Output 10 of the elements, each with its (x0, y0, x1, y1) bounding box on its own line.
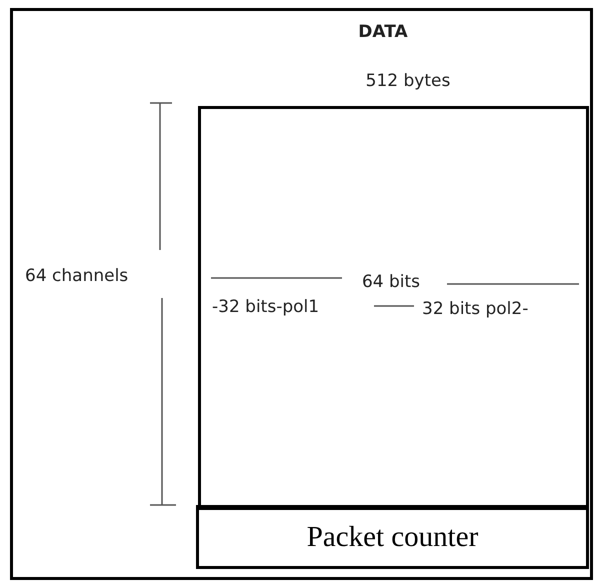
dimension-label: 32 bits pol2- (422, 299, 528, 319)
dimension-label: -32 bits-pol1 (212, 297, 320, 317)
frame (10, 8, 593, 580)
size-label: 512 bytes (366, 71, 450, 91)
counter-block (196, 505, 589, 569)
diagram-heading: DATA (358, 22, 408, 42)
dimension-label: 64 channels (25, 266, 128, 286)
field-name: Packet counter (306, 520, 478, 554)
data-block (198, 106, 589, 510)
dimension-label: 64 bits (362, 272, 420, 292)
